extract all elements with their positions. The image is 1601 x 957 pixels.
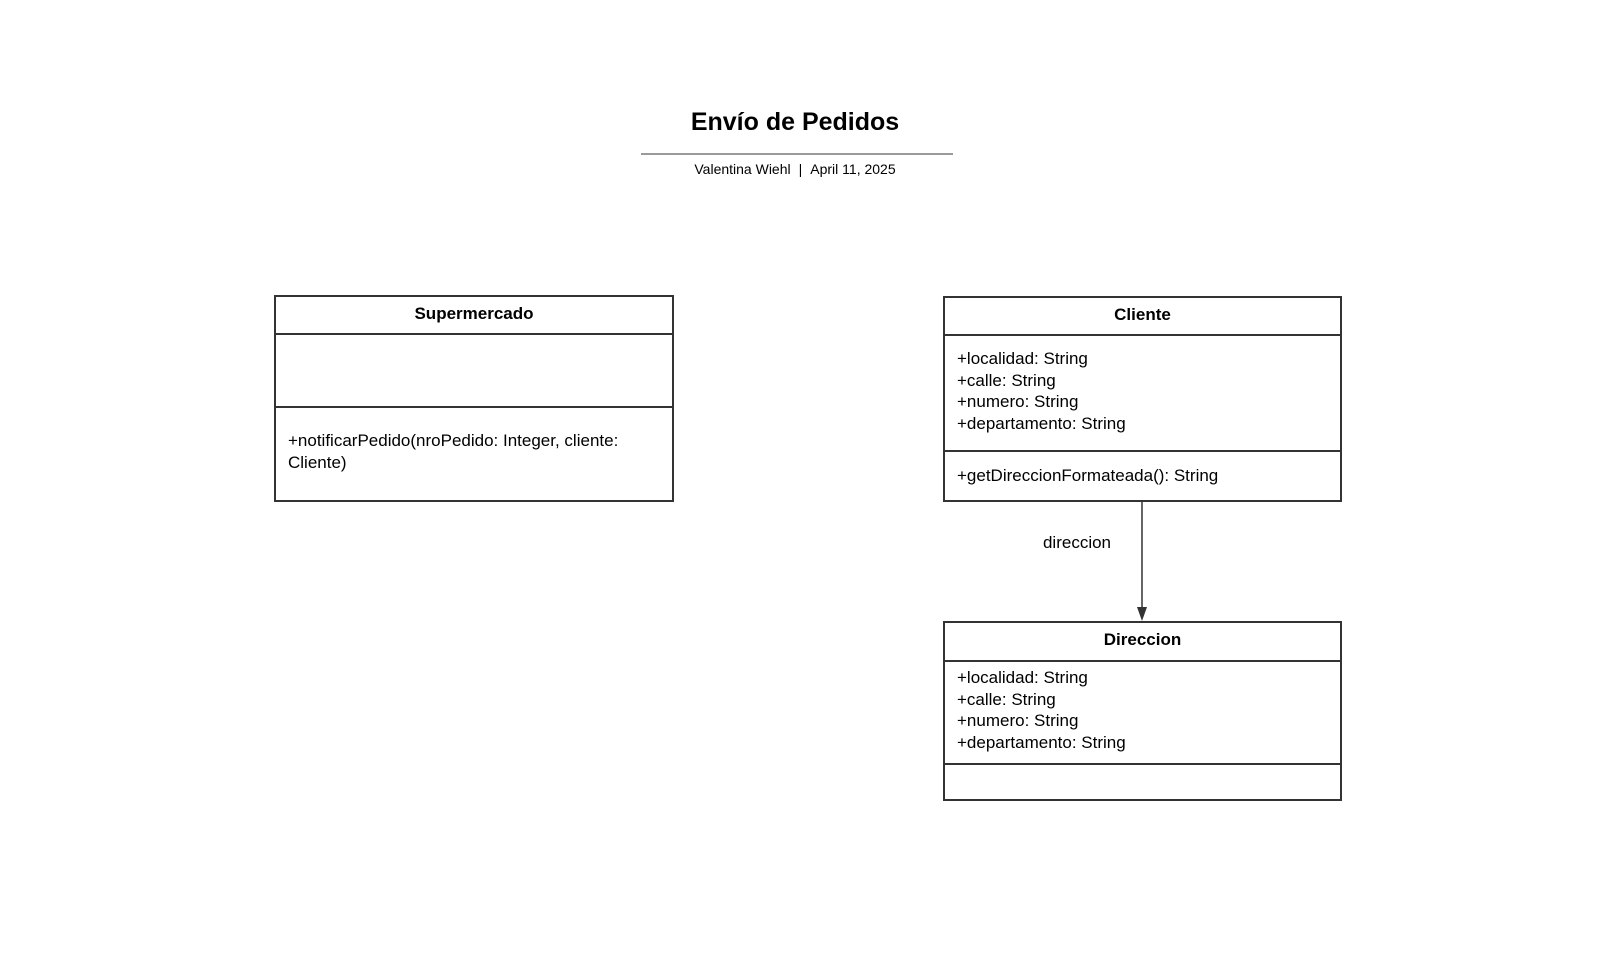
author-name: Valentina Wiehl bbox=[694, 161, 791, 177]
attribute-item: +calle: String bbox=[957, 689, 1056, 709]
subtitle-separator: | bbox=[798, 161, 803, 177]
class-direccion[interactable]: Direccion +localidad: String +calle: Str… bbox=[943, 621, 1342, 801]
arrowhead-icon bbox=[1137, 607, 1147, 621]
attributes-compartment: +localidad: String +calle: String +numer… bbox=[945, 662, 1340, 765]
diagram-date: April 11, 2025 bbox=[810, 161, 896, 177]
attributes-compartment bbox=[276, 335, 672, 408]
class-cliente[interactable]: Cliente +localidad: String +calle: Strin… bbox=[943, 296, 1342, 502]
operation-item: +getDireccionFormateada(): String bbox=[957, 466, 1219, 485]
class-name: Cliente bbox=[945, 298, 1340, 336]
diagram-title: Envío de Pedidos bbox=[690, 108, 900, 136]
attribute-item: +localidad: String bbox=[957, 349, 1088, 368]
attribute-item: +departamento: String bbox=[957, 413, 1126, 433]
attribute-item: +localidad: String bbox=[957, 668, 1088, 687]
operation-item: +notificarPedido(nroPedido: Integer, cli… bbox=[288, 431, 619, 472]
class-supermercado[interactable]: Supermercado +notificarPedido(nroPedido:… bbox=[274, 295, 674, 502]
attribute-item: +numero: String bbox=[957, 711, 1079, 730]
attribute-item: +numero: String bbox=[957, 392, 1079, 411]
operations-compartment: +getDireccionFormateada(): String bbox=[945, 452, 1340, 487]
association-label: direccion bbox=[1042, 533, 1112, 552]
class-name: Direccion bbox=[945, 623, 1340, 662]
attribute-item: +departamento: String bbox=[957, 732, 1126, 752]
class-name: Supermercado bbox=[276, 297, 672, 335]
attributes-compartment: +localidad: String +calle: String +numer… bbox=[945, 336, 1340, 452]
operations-compartment: +notificarPedido(nroPedido: Integer, cli… bbox=[276, 408, 672, 473]
title-divider bbox=[641, 153, 953, 155]
diagram-subtitle: Valentina Wiehl | April 11, 2025 bbox=[640, 160, 950, 178]
attribute-item: +calle: String bbox=[957, 370, 1056, 390]
